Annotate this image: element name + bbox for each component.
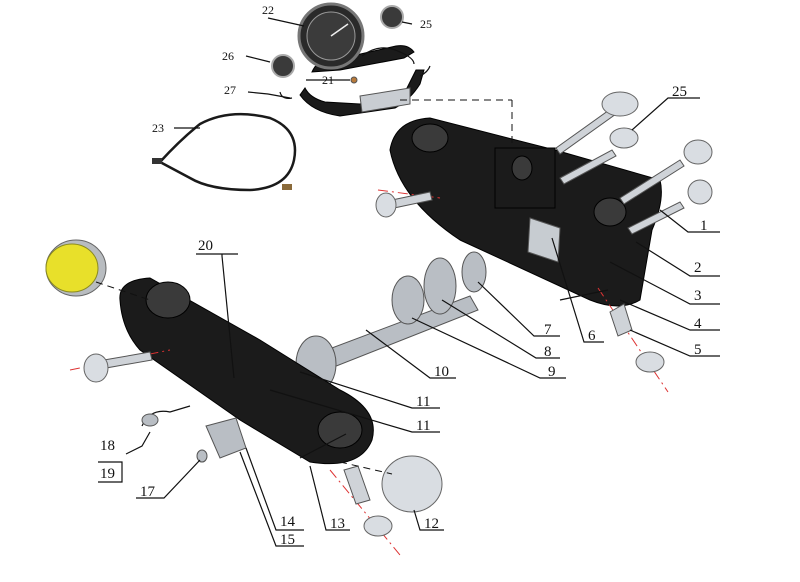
label-9: 9 [548,364,556,380]
label-26: 26 [222,49,234,63]
mounting-plate [359,87,411,113]
lower-right-bolt [597,287,669,393]
label-27: 27 [224,83,236,97]
label-4: 4 [694,316,702,332]
riser-hole [511,155,533,181]
label-22: 22 [262,3,274,17]
label-18: 18 [100,438,115,454]
bracket-hook-right [419,65,431,77]
clamp-pinch-bolt-lower [69,349,171,383]
label-3: 3 [694,288,702,304]
label-1: 1 [700,218,708,234]
bearing-seal [423,257,457,315]
cable-end-fitting [152,158,162,164]
label-23: 23 [152,121,164,135]
label-25: 25 [672,84,687,100]
label-5: 5 [694,342,702,358]
riser-bolts [555,91,713,235]
part-labels: 22 25 26 21 27 23 25 1 2 3 4 5 6 7 8 9 1… [100,3,708,548]
label-10: 10 [434,364,449,380]
cable-end-nut [282,184,292,190]
label-19: 19 [100,466,115,482]
upper-bearing [461,251,487,293]
small-screw [350,76,358,84]
label-20: 20 [198,238,213,254]
stem-nut [527,217,561,263]
label-7: 7 [544,322,552,338]
fork-tube-hole-right [593,197,627,227]
leader-lines [98,17,720,547]
label-11-upper: 11 [416,394,430,410]
guide-line-dome [339,461,393,475]
label-8: 8 [544,344,552,360]
label-12: 12 [424,516,439,532]
clamp-pinch-bolt-upper [375,189,441,218]
label-15: 15 [280,532,295,548]
lower-fork-hole-left [145,281,191,319]
label-13: 13 [330,516,345,532]
lower-fork-hole-right [317,411,363,449]
steering-lock-parts [141,405,247,463]
steering-stem [267,251,487,405]
fork-tube-hole-left [411,123,449,153]
label-17: 17 [140,484,156,500]
yellow-cap [45,239,151,301]
label-2: 2 [694,260,702,276]
indicator-gauge-right [380,5,404,29]
large-dome-cap [329,455,443,556]
upper-bearing-race [391,275,425,325]
label-21: 21 [322,73,334,87]
label-6: 6 [588,328,596,344]
indicator-gauge-left [271,54,295,78]
instrument-cluster [271,2,431,117]
guide-line-stem [559,289,609,301]
label-25-top: 25 [420,17,432,31]
label-11-lower: 11 [416,418,430,434]
label-14: 14 [280,514,296,530]
cluster-wire [361,47,415,65]
speedometer-needle [330,23,349,37]
guide-line-lower [299,433,347,459]
speedometer-cable [152,112,297,192]
lock-screw [196,449,208,463]
lower-triple-clamp [119,277,374,465]
